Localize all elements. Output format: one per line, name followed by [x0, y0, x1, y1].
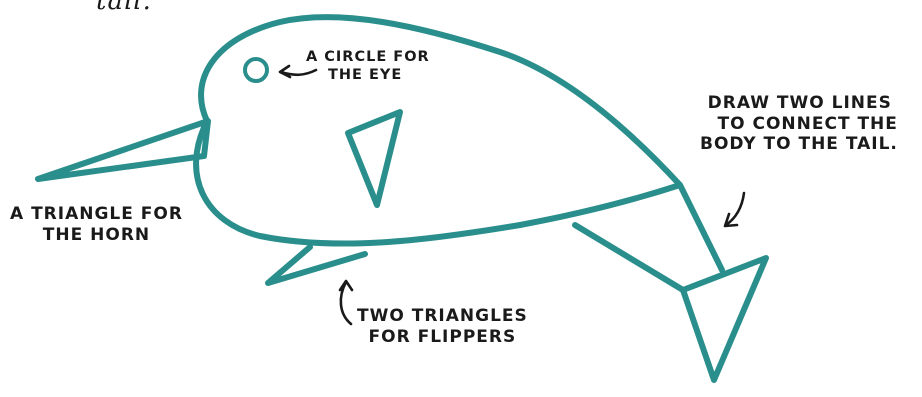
connecting-lines-label-line-3: BODY TO THE TAIL.: [700, 134, 898, 155]
connecting-lines-label-line-1: DRAW TWO LINES: [700, 93, 898, 114]
flippers-label-line-2: FOR FLIPPERS: [357, 327, 528, 348]
horn-label: A TRIANGLE FOR THE HORN: [10, 204, 183, 245]
lines-arrow: [725, 193, 744, 226]
connecting-lines-label-line-2: TO CONNECT THE: [700, 114, 898, 135]
flipper-triangle: [268, 247, 365, 283]
eye-label-line-2: THE EYE: [306, 67, 430, 85]
connecting-line-top: [680, 185, 722, 270]
connecting-line-bottom: [575, 225, 683, 290]
connecting-lines-label: DRAW TWO LINES TO CONNECT THE BODY TO TH…: [700, 93, 898, 155]
caption-fragment: tail.: [96, 0, 152, 16]
eye-label: A CIRCLE FOR THE EYE: [306, 49, 430, 84]
flipper-arrow: [340, 281, 352, 324]
eye-label-line-1: A CIRCLE FOR: [306, 49, 430, 67]
horn-triangle: [38, 121, 208, 179]
eye-circle: [245, 59, 267, 81]
body-triangle: [348, 112, 400, 205]
flippers-label: TWO TRIANGLES FOR FLIPPERS: [357, 306, 528, 347]
narwhal-body-outline: [196, 17, 680, 243]
flippers-label-line-1: TWO TRIANGLES: [357, 306, 528, 327]
horn-label-line-2: THE HORN: [10, 225, 183, 246]
tail-triangle: [683, 258, 766, 380]
horn-label-line-1: A TRIANGLE FOR: [10, 204, 183, 225]
